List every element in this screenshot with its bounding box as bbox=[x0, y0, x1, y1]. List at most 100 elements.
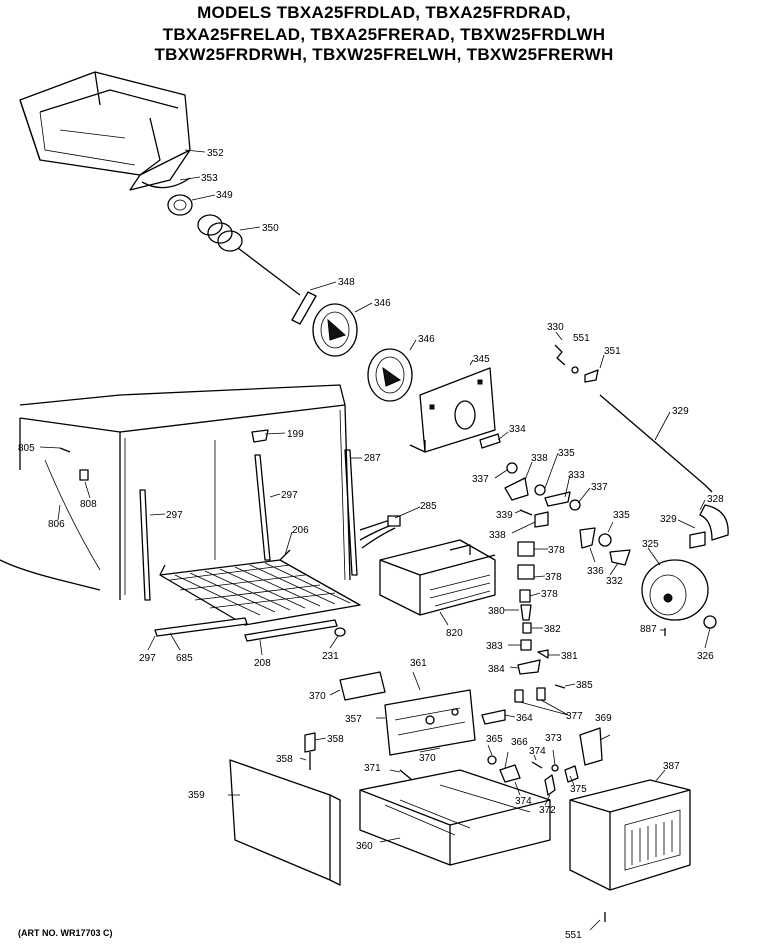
part-333 bbox=[544, 491, 571, 507]
base-pan-360 bbox=[359, 769, 551, 866]
part-378a bbox=[517, 541, 535, 557]
label-373: 373 bbox=[545, 733, 562, 744]
part-231 bbox=[334, 627, 346, 637]
rod-329-end bbox=[704, 484, 713, 493]
label-346a: 346 bbox=[374, 298, 391, 309]
control-bracket bbox=[384, 689, 476, 756]
mounting-plate bbox=[409, 367, 496, 453]
rod-329 bbox=[599, 394, 706, 486]
label-335b: 335 bbox=[613, 510, 630, 521]
rail-287 bbox=[344, 449, 358, 576]
label-351: 351 bbox=[604, 346, 621, 357]
label-337b: 337 bbox=[591, 482, 608, 493]
label-338b: 338 bbox=[489, 530, 506, 541]
label-338a: 338 bbox=[531, 453, 548, 464]
label-378c: 378 bbox=[541, 589, 558, 600]
part-337b bbox=[569, 499, 581, 511]
wire-shelf bbox=[159, 549, 361, 626]
label-387: 387 bbox=[663, 761, 680, 772]
part-336 bbox=[579, 527, 596, 549]
label-346b: 346 bbox=[418, 334, 435, 345]
label-348: 348 bbox=[338, 277, 355, 288]
label-358a: 358 bbox=[327, 734, 344, 745]
label-371: 371 bbox=[364, 763, 381, 774]
panel-359 bbox=[229, 759, 331, 881]
part-338b bbox=[534, 511, 549, 528]
coupling bbox=[291, 291, 317, 325]
part-373 bbox=[551, 764, 559, 772]
spring-330 bbox=[554, 344, 566, 366]
label-330: 330 bbox=[547, 322, 564, 333]
label-361: 361 bbox=[410, 658, 427, 669]
air-duct-387 bbox=[569, 779, 691, 891]
label-808: 808 bbox=[80, 499, 97, 510]
label-820: 820 bbox=[446, 628, 463, 639]
label-806: 806 bbox=[48, 519, 65, 530]
part-328 bbox=[699, 504, 729, 541]
label-374a: 374 bbox=[529, 746, 546, 757]
switch-370 bbox=[339, 671, 386, 701]
part-808 bbox=[79, 469, 89, 481]
label-384: 384 bbox=[488, 664, 505, 675]
label-199: 199 bbox=[287, 429, 304, 440]
label-325: 325 bbox=[642, 539, 659, 550]
label-364: 364 bbox=[516, 713, 533, 724]
label-366: 366 bbox=[511, 737, 528, 748]
screw-551 bbox=[571, 366, 579, 374]
label-208: 208 bbox=[254, 658, 271, 669]
bracket-351 bbox=[584, 369, 599, 383]
part-372 bbox=[544, 774, 556, 796]
label-231: 231 bbox=[322, 651, 339, 662]
label-329a: 329 bbox=[672, 406, 689, 417]
panel-359-edge bbox=[329, 794, 341, 886]
label-357: 357 bbox=[345, 714, 362, 725]
label-345: 345 bbox=[473, 354, 490, 365]
part-381 bbox=[537, 649, 549, 659]
motor-325 bbox=[641, 559, 709, 621]
label-380: 380 bbox=[488, 606, 505, 617]
label-887: 887 bbox=[640, 624, 657, 635]
trim-208 bbox=[244, 619, 338, 642]
label-385: 385 bbox=[576, 680, 593, 691]
part-384 bbox=[517, 659, 541, 675]
bucket-clip bbox=[141, 177, 191, 189]
label-333: 333 bbox=[568, 470, 585, 481]
label-353: 353 bbox=[201, 173, 218, 184]
part-329b bbox=[689, 531, 706, 549]
label-297a: 297 bbox=[166, 510, 183, 521]
art-number: (ART NO. WR17703 C) bbox=[18, 928, 113, 938]
label-337a: 337 bbox=[472, 474, 489, 485]
diagram-title-line-3: TBXW25FRDRWH, TBXW25FRELWH, TBXW25FRERWH bbox=[154, 45, 614, 64]
ice-bucket bbox=[19, 71, 191, 191]
label-285: 285 bbox=[420, 501, 437, 512]
part-805 bbox=[59, 447, 71, 453]
part-358a bbox=[304, 732, 316, 753]
part-383 bbox=[520, 639, 532, 651]
part-labels: 352 353 349 350 348 346 346 345 330 551 … bbox=[18, 148, 724, 941]
wire-harness bbox=[359, 515, 401, 549]
rail-297-left bbox=[139, 489, 151, 601]
rail-297-center bbox=[254, 454, 271, 561]
label-805: 805 bbox=[18, 443, 35, 454]
label-328: 328 bbox=[707, 494, 724, 505]
label-336: 336 bbox=[587, 566, 604, 577]
trim-685 bbox=[154, 617, 248, 637]
part-335b bbox=[598, 533, 612, 547]
label-378b: 378 bbox=[545, 572, 562, 583]
part-338a bbox=[504, 477, 529, 501]
label-369: 369 bbox=[595, 713, 612, 724]
label-332: 332 bbox=[606, 576, 623, 587]
label-297c: 297 bbox=[139, 653, 156, 664]
label-685: 685 bbox=[176, 653, 193, 664]
label-372: 372 bbox=[539, 805, 556, 816]
label-326: 326 bbox=[697, 651, 714, 662]
part-339 bbox=[519, 509, 533, 516]
label-382: 382 bbox=[544, 624, 561, 635]
label-358b: 358 bbox=[276, 754, 293, 765]
part-377a bbox=[514, 689, 524, 703]
part-337a bbox=[506, 462, 518, 474]
part-378c bbox=[519, 589, 531, 603]
crusher-blade-rear bbox=[367, 348, 413, 402]
label-375: 375 bbox=[570, 784, 587, 795]
